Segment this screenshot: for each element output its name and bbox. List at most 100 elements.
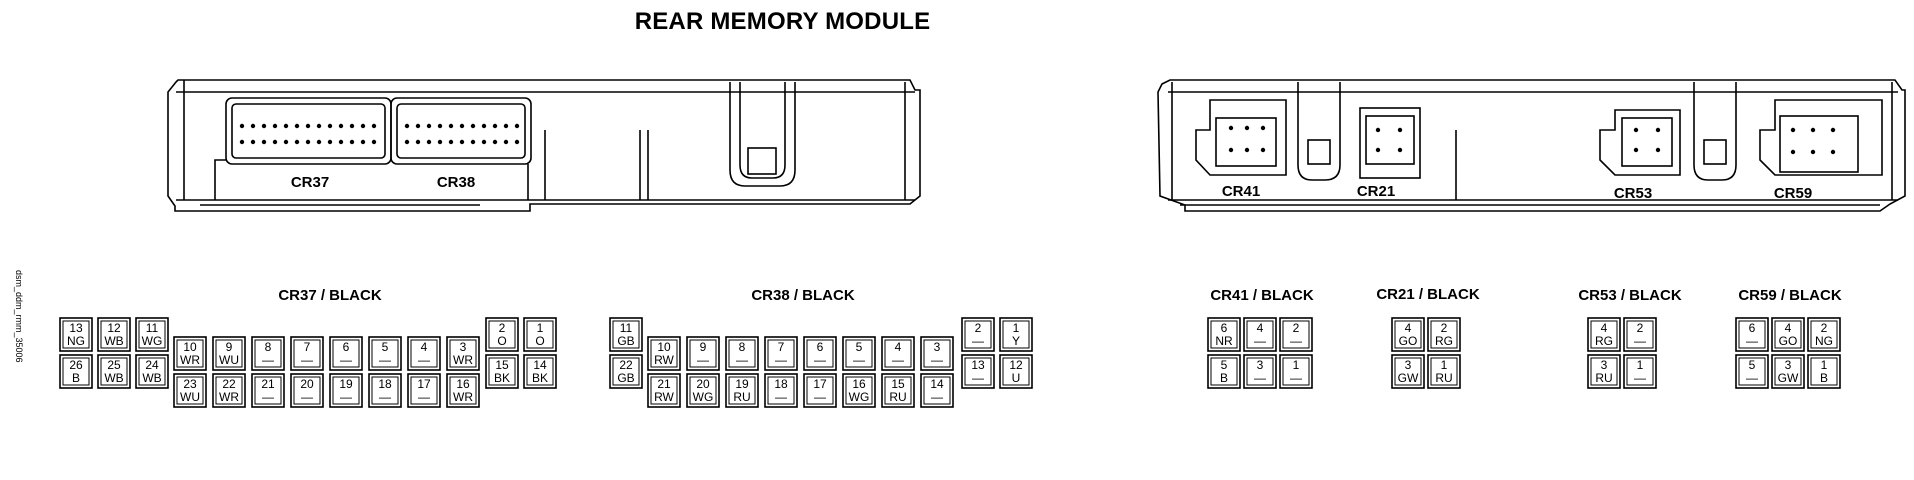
pin-wire-color: — bbox=[892, 353, 904, 367]
pin-number: 11 bbox=[146, 321, 159, 335]
pin-wire-color: NR bbox=[1215, 334, 1233, 348]
pin-box bbox=[725, 373, 759, 408]
housing-pin-hole bbox=[1790, 127, 1796, 133]
pin-box-inner bbox=[1394, 357, 1422, 386]
housing-pin-hole bbox=[1810, 127, 1816, 133]
pin-wire-color: — bbox=[1634, 334, 1646, 348]
pin-box bbox=[97, 317, 131, 352]
pin-box bbox=[1391, 317, 1425, 352]
pin-box-inner bbox=[806, 376, 834, 405]
housing-pin-hole bbox=[492, 139, 498, 145]
pin-number: 6 bbox=[1749, 321, 1756, 335]
pin-box-inner bbox=[1210, 320, 1238, 349]
pin-box-inner bbox=[806, 339, 834, 368]
pin-box bbox=[686, 336, 720, 371]
pin-wire-color: — bbox=[853, 353, 865, 367]
pin-box-inner bbox=[526, 320, 554, 349]
pin-box bbox=[446, 336, 480, 371]
pin-cell: 4— bbox=[407, 336, 441, 371]
housing-pin-hole bbox=[371, 123, 377, 129]
housing-pin-hole bbox=[1633, 127, 1639, 133]
pin-box-inner bbox=[1430, 320, 1458, 349]
pin-wire-color: B bbox=[1820, 371, 1828, 385]
pin-wire-color: GO bbox=[1399, 334, 1418, 348]
pin-number: 12 bbox=[107, 321, 121, 335]
pin-number: 7 bbox=[778, 340, 785, 354]
pin-wire-color: — bbox=[301, 390, 313, 404]
pin-number: 2 bbox=[975, 321, 982, 335]
pin-wire-color: WR bbox=[219, 390, 239, 404]
housing-pin-hole bbox=[1655, 127, 1661, 133]
pin-box-inner bbox=[332, 376, 360, 405]
pin-cell: 5— bbox=[1735, 354, 1769, 389]
pin-cell: 7— bbox=[290, 336, 324, 371]
pin-wire-color: WR bbox=[453, 390, 473, 404]
housing-pin-hole bbox=[261, 123, 267, 129]
housing-pin-hole bbox=[272, 139, 278, 145]
pin-number: 23 bbox=[183, 377, 197, 391]
pin-box-inner bbox=[449, 339, 477, 368]
pin-box-inner bbox=[410, 376, 438, 405]
pin-wire-color: B bbox=[1220, 371, 1228, 385]
pin-number: 9 bbox=[700, 340, 707, 354]
housing-pin-hole bbox=[1830, 149, 1836, 155]
pin-box-inner bbox=[100, 320, 128, 349]
pin-cell: 7— bbox=[764, 336, 798, 371]
pin-box bbox=[1587, 354, 1621, 389]
pin-number: 4 bbox=[1257, 321, 1264, 335]
pin-wire-color: — bbox=[697, 353, 709, 367]
housing-pin-hole bbox=[448, 123, 454, 129]
pin-cell: 26B bbox=[59, 354, 93, 389]
pin-number: 14 bbox=[930, 377, 944, 391]
pin-number: 5 bbox=[1221, 358, 1228, 372]
pin-number: 15 bbox=[495, 358, 509, 372]
pin-number: 17 bbox=[417, 377, 431, 391]
pin-number: 19 bbox=[339, 377, 353, 391]
pin-wire-color: — bbox=[814, 353, 826, 367]
pin-wire-color: WG bbox=[849, 390, 870, 404]
pin-box bbox=[961, 354, 995, 389]
pin-box bbox=[961, 317, 995, 352]
pin-number: 18 bbox=[774, 377, 788, 391]
pin-box-inner bbox=[964, 320, 992, 349]
pin-number: 5 bbox=[856, 340, 863, 354]
pin-number: 4 bbox=[1405, 321, 1412, 335]
housing-pin-hole bbox=[503, 139, 509, 145]
pin-box-inner bbox=[612, 357, 640, 386]
pin-box-inner bbox=[449, 376, 477, 405]
pin-number: 8 bbox=[739, 340, 746, 354]
pin-box bbox=[1587, 317, 1621, 352]
housing-pin-hole bbox=[316, 123, 322, 129]
pin-wire-color: — bbox=[972, 371, 984, 385]
pin-box-inner bbox=[1246, 357, 1274, 386]
heading-cr21: CR21 / BLACK bbox=[1376, 286, 1480, 303]
pin-wire-color: U bbox=[1012, 371, 1021, 385]
pin-box bbox=[368, 336, 402, 371]
housing-label-cr21: CR21 bbox=[1357, 183, 1395, 200]
pin-wire-color: — bbox=[775, 390, 787, 404]
pin-cell: 4— bbox=[881, 336, 915, 371]
pin-box bbox=[999, 354, 1033, 389]
pin-box bbox=[59, 317, 93, 352]
pin-box-inner bbox=[488, 357, 516, 386]
pin-box-inner bbox=[845, 376, 873, 405]
pin-box-inner bbox=[884, 376, 912, 405]
housing-pin-hole bbox=[1244, 147, 1250, 153]
pin-box bbox=[290, 336, 324, 371]
pin-wire-color: — bbox=[931, 353, 943, 367]
housing-pin-hole bbox=[426, 139, 432, 145]
pin-cell: 4— bbox=[1243, 317, 1277, 352]
housing-pin-hole bbox=[437, 139, 443, 145]
housing-pin-hole bbox=[514, 123, 520, 129]
pin-number: 4 bbox=[1601, 321, 1608, 335]
left-module-housing bbox=[167, 79, 921, 212]
pin-box-inner bbox=[767, 339, 795, 368]
housing-pin-hole bbox=[437, 123, 443, 129]
